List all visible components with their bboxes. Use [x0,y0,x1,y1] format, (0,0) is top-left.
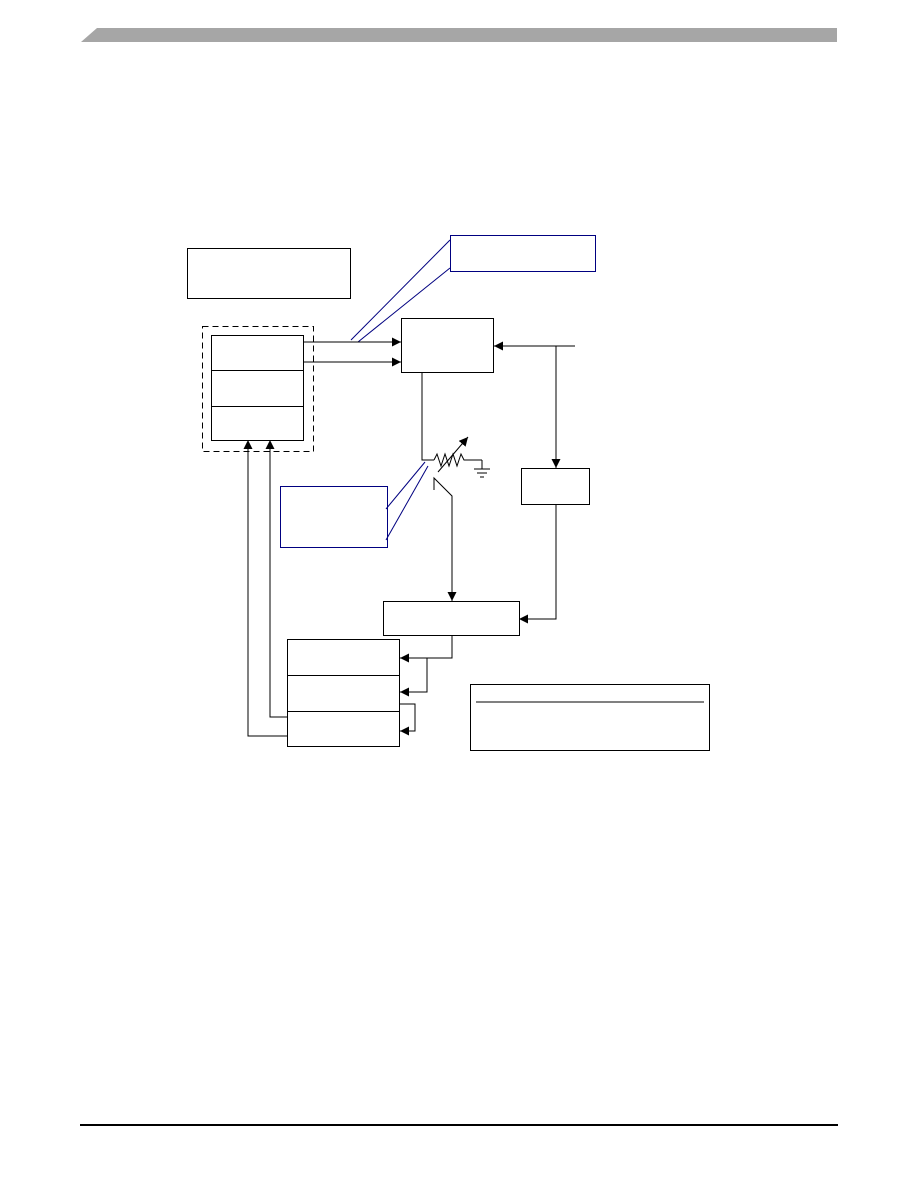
output-register-lower [287,711,400,747]
central-block [401,318,494,373]
connector-arrow [400,658,428,697]
connector-arrow [400,703,416,736]
connector-arrow [519,505,557,624]
lower-control-block [383,601,520,636]
register-lower [211,406,304,441]
left-callout-pointer [385,461,426,510]
left-callout-box [280,486,388,548]
top-callout-box [450,235,596,272]
output-register-middle [287,675,400,712]
top-callout-pointer [357,267,451,343]
legend-box [470,684,710,751]
variable-resistor-symbol [433,452,482,468]
connector-arrow [400,636,453,663]
left-callout-pointer [385,465,429,541]
top-callout-pointer [350,239,451,341]
output-register-upper [287,639,400,676]
resistor-adjust-arrow [437,436,469,473]
top-left-label-box [187,248,351,299]
register-middle [211,370,304,407]
small-right-block [521,468,590,505]
header-bar [81,28,837,42]
feedback-arrow [265,440,287,718]
connector-arrow [433,476,457,601]
connector-line [421,373,434,461]
feedback-arrow [243,440,287,737]
register-upper [211,335,304,371]
register-group-box [202,326,314,452]
